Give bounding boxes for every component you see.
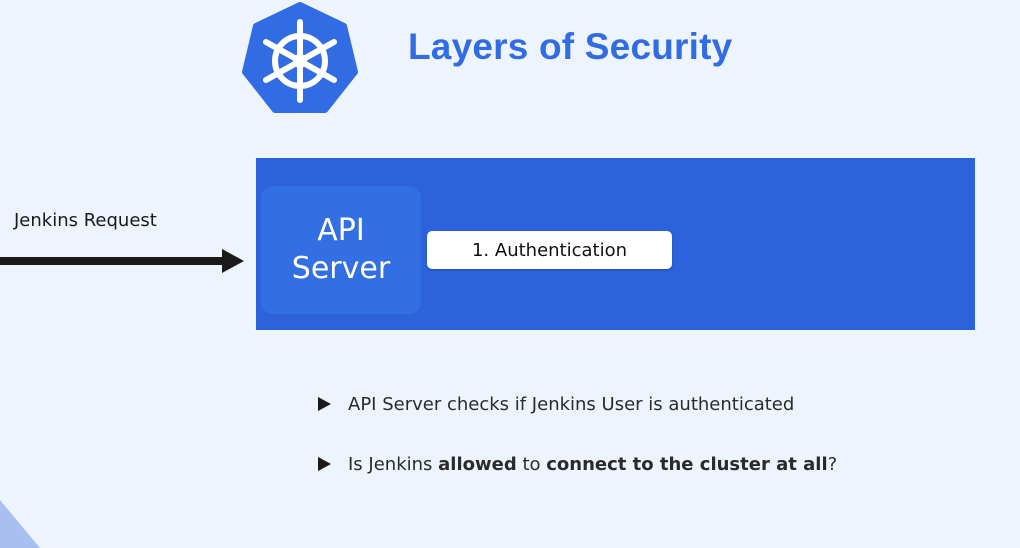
- bullet-text: API Server checks if Jenkins User is aut…: [348, 394, 794, 415]
- api-server-line1: API: [317, 213, 365, 248]
- authentication-step: 1. Authentication: [427, 231, 672, 269]
- bullet-triangle-icon: [318, 457, 331, 471]
- bullet-part: ?: [827, 453, 838, 475]
- corner-decoration: [0, 500, 40, 548]
- api-server-box: API Server: [261, 186, 421, 314]
- request-arrow: [0, 249, 244, 273]
- bullet-text: Is Jenkins allowed to connect to the clu…: [348, 454, 837, 475]
- bullet-part-bold: allowed: [438, 453, 517, 475]
- bullet-part: to: [516, 453, 547, 475]
- api-server-line2: Server: [291, 251, 391, 286]
- bullet-part: Is Jenkins: [348, 453, 439, 475]
- bullet-triangle-icon: [318, 397, 331, 411]
- page-title: Layers of Security: [408, 26, 733, 67]
- bullet-item: Is Jenkins allowed to connect to the clu…: [318, 450, 837, 478]
- bullet-part-bold: connect to the cluster at all: [546, 453, 828, 475]
- bullet-item: API Server checks if Jenkins User is aut…: [318, 390, 837, 418]
- jenkins-request-label: Jenkins Request: [14, 210, 157, 231]
- kubernetes-logo-icon: [242, 2, 358, 113]
- bullet-part: API Server checks if Jenkins User is aut…: [348, 393, 795, 415]
- bullet-list: API Server checks if Jenkins User is aut…: [318, 390, 837, 510]
